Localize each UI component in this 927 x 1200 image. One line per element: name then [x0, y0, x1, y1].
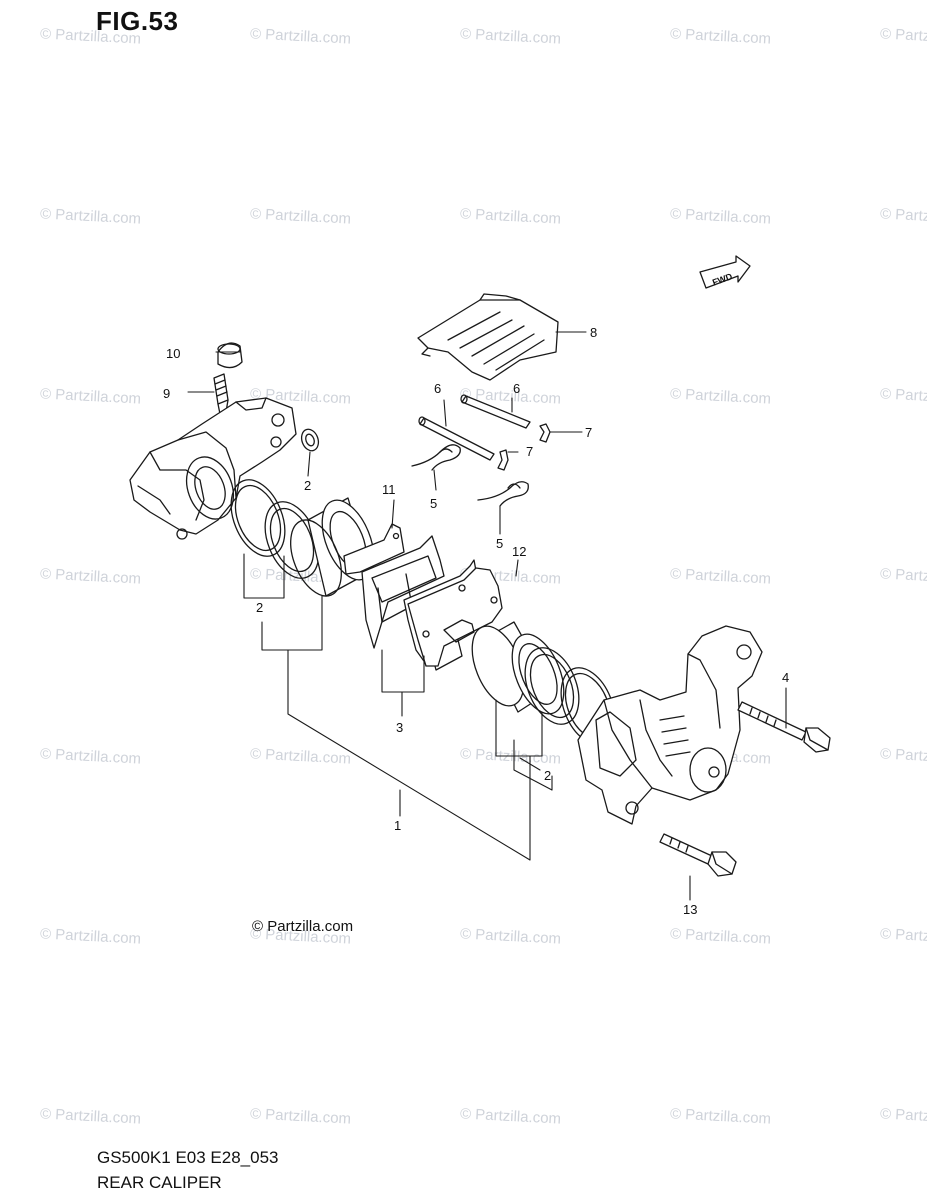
callout-labels: 10 9 8 6 6 7 7 5 5 2 11 12 2 3 4 2 1 13 [163, 325, 789, 917]
part-bleeder-cap [217, 342, 243, 369]
callout-10: 10 [166, 346, 180, 361]
callout-5b: 5 [496, 536, 503, 551]
part-pad-plate [407, 567, 503, 667]
figure-title: FIG.53 [96, 6, 179, 36]
part-pin-clip-7a [539, 423, 551, 443]
callout-7a: 7 [585, 425, 592, 440]
part-mounting-bolt-13 [659, 833, 737, 877]
part-pad-spring-5b [477, 481, 529, 507]
part-shim [343, 523, 405, 575]
callout-12: 12 [512, 544, 526, 559]
callout-9: 9 [163, 386, 170, 401]
callout-13: 13 [683, 902, 697, 917]
part-caliper-housing-left [129, 397, 297, 540]
callout-2c: 2 [544, 768, 551, 783]
callout-2a: 2 [304, 478, 311, 493]
leader-lines [187, 331, 787, 901]
callout-7b: 7 [526, 444, 533, 459]
part-mounting-bolt-4 [737, 701, 831, 753]
part-piston-right [471, 621, 565, 715]
part-bleeder-valve [213, 373, 229, 415]
callout-3: 3 [396, 720, 403, 735]
callout-6b: 6 [513, 381, 520, 396]
callout-5a: 5 [430, 496, 437, 511]
fwd-arrow-icon: FWD [699, 255, 751, 289]
part-pad-pin-6a [418, 416, 495, 461]
callout-8: 8 [590, 325, 597, 340]
callout-4: 4 [782, 670, 789, 685]
part-pin-clip-7b [497, 449, 509, 471]
callout-6a: 6 [434, 381, 441, 396]
copyright-notice: © Partzilla.com [252, 918, 354, 935]
part-pad-spring-5a [411, 444, 461, 471]
part-pad-cover [417, 293, 559, 381]
callout-11: 11 [382, 482, 396, 497]
part-seal-small [300, 428, 320, 452]
model-code: GS500K1 E03 E28_053 [97, 1148, 279, 1167]
figure-caption: REAR CALIPER [97, 1173, 222, 1192]
part-pad-pin-6b [460, 394, 531, 429]
part-caliper-housing-right [577, 625, 763, 825]
callout-2b: 2 [256, 600, 263, 615]
callout-1: 1 [394, 818, 401, 833]
